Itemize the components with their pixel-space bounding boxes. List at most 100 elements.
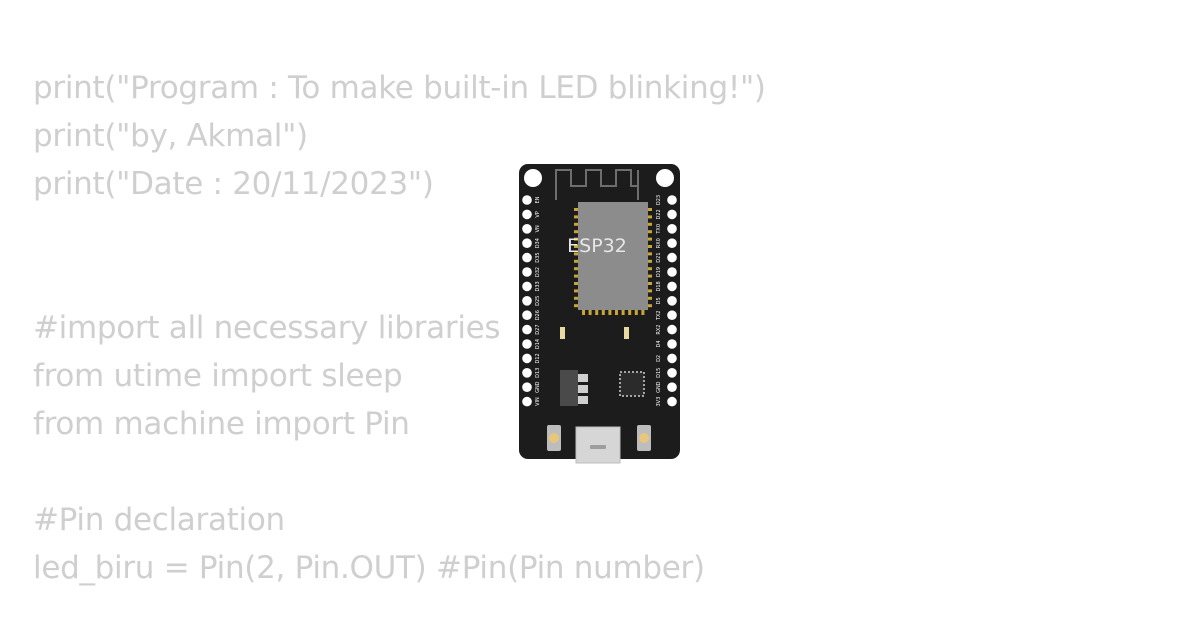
pin-hole[interactable] [667, 324, 677, 335]
chip-pad [574, 230, 578, 234]
pin-hole[interactable] [667, 252, 677, 263]
pin-hole[interactable] [667, 339, 677, 349]
pin-hole[interactable] [522, 382, 532, 392]
code-line-4: #import all necessary libraries [33, 310, 501, 346]
pin-hole[interactable] [522, 324, 532, 335]
pin-label: D5 [656, 297, 662, 304]
chip-pad [574, 282, 578, 285]
usb-port-slot [590, 445, 606, 449]
usb-serial-chip [619, 371, 645, 397]
mounting-hole [656, 169, 674, 187]
code-line-7: #Pin declaration [33, 502, 285, 538]
mounting-hole [524, 169, 542, 187]
chip-pad [648, 222, 652, 226]
code-line-8: led_biru = Pin(2, Pin.OUT) #Pin(Pin numb… [33, 550, 705, 586]
pin-label: D33 [535, 281, 541, 291]
chip-pad [648, 296, 652, 300]
pin-label: D35 [535, 252, 541, 262]
pin-label: D4 [656, 340, 662, 347]
chip-pad [648, 304, 652, 308]
pin-label: D23 [656, 195, 662, 205]
voltage-regulator [560, 370, 578, 406]
chip-pad [628, 310, 632, 315]
chip-pad [648, 274, 652, 278]
pin-hole[interactable] [667, 310, 677, 320]
pin-label: EN [535, 196, 541, 203]
pad [624, 327, 629, 339]
boot-button[interactable] [547, 425, 561, 451]
chip-pad [574, 274, 578, 278]
pin-hole[interactable] [522, 310, 532, 320]
pin-hole[interactable] [522, 209, 532, 220]
chip-pad [574, 208, 578, 211]
pin-hole[interactable] [522, 252, 532, 263]
code-line-6: from machine import Pin [33, 406, 410, 442]
pin-label: RX0 [656, 238, 662, 248]
pin-hole[interactable] [522, 368, 532, 378]
pin-hole[interactable] [667, 224, 677, 234]
code-line-1: print("Program : To make built-in LED bl… [33, 70, 766, 106]
pin-hole[interactable] [667, 382, 677, 392]
code-line-2: print("by, Akmal") [33, 118, 308, 154]
pin-label: D12 [535, 353, 541, 363]
pin-hole[interactable] [522, 353, 532, 364]
left-header[interactable]: ENVPVND34D35D32D33D25D26D27D14D12D13GNDV… [522, 195, 541, 407]
pin-label: D34 [535, 238, 541, 248]
pin-hole[interactable] [667, 267, 677, 277]
pin-label: D25 [535, 296, 541, 306]
chip-pad [648, 237, 652, 241]
pin-hole[interactable] [522, 195, 532, 205]
chip-pad [648, 230, 652, 234]
chip-pad [574, 252, 578, 256]
chip-pad [648, 215, 652, 219]
pin-label: D18 [656, 281, 662, 291]
pin-hole[interactable] [522, 238, 532, 248]
chip-pad [574, 296, 578, 300]
pin-hole[interactable] [522, 296, 532, 306]
chip-pad [574, 215, 578, 219]
chip-pad [574, 259, 578, 263]
pin-label: 3V3 [656, 397, 662, 407]
chip-pad [648, 245, 652, 248]
chip-pad [615, 310, 618, 315]
pin-hole[interactable] [667, 238, 677, 248]
pin-label: D27 [535, 324, 541, 334]
regulator-tab [578, 396, 588, 404]
chip-pad [574, 304, 578, 308]
code-line-5: from utime import sleep [33, 358, 403, 394]
chip-pad [648, 252, 652, 256]
pin-label: GND [656, 381, 662, 393]
chip-pad [574, 245, 578, 248]
pin-label: TX2 [656, 310, 662, 321]
chip-pad [648, 282, 652, 285]
pin-hole[interactable] [667, 396, 677, 407]
pin-hole[interactable] [667, 296, 677, 306]
pin-hole[interactable] [522, 281, 532, 292]
pin-hole[interactable] [667, 209, 677, 220]
reset-button[interactable] [637, 425, 651, 451]
pin-label: D21 [656, 252, 662, 262]
pin-hole[interactable] [522, 224, 532, 234]
chip-pad [588, 310, 592, 315]
pin-hole[interactable] [522, 339, 532, 349]
pin-label: D2 [656, 355, 662, 362]
chip-pad [634, 310, 638, 315]
right-header[interactable]: D23D22TX0RX0D21D19D18D5TX2RX2D4D2D15GND3… [656, 195, 677, 407]
chip-pad [595, 310, 599, 315]
pin-label: D14 [535, 339, 541, 349]
chip-pad [641, 310, 645, 315]
pin-hole[interactable] [667, 353, 677, 364]
chip-pad [601, 310, 605, 315]
pin-hole[interactable] [667, 195, 677, 205]
pin-label: GND [535, 381, 541, 393]
chip-pad [608, 310, 612, 315]
esp32-board[interactable]: ESP32 ENVPVND34D35D32D33D25D26D27D14D12D… [519, 164, 680, 464]
pin-hole[interactable] [667, 281, 677, 292]
pin-hole[interactable] [667, 368, 677, 378]
antenna-trace [555, 169, 639, 200]
pin-hole[interactable] [522, 267, 532, 277]
chip-pad [574, 222, 578, 226]
chip-pad [648, 289, 652, 293]
esp32-chip [578, 202, 648, 310]
pin-hole[interactable] [522, 396, 532, 407]
